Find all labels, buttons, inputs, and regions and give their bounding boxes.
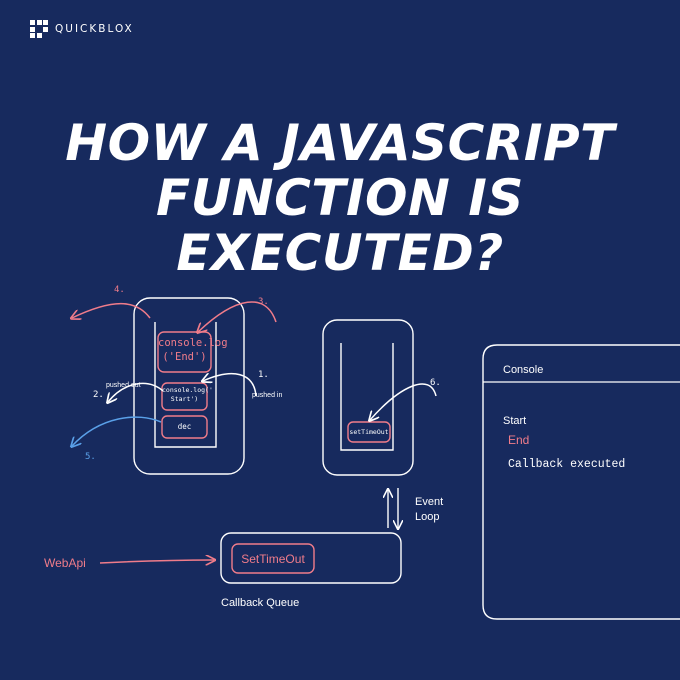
webapi-frame-label: setTimeOut xyxy=(349,428,389,436)
callback-item-box xyxy=(231,543,315,574)
frame-end-box xyxy=(157,331,212,373)
step-5: 5. xyxy=(85,452,96,462)
pushed-in-label: pushed in xyxy=(252,392,283,399)
frame-end-label: console.log ('End') xyxy=(158,337,228,363)
arrow-6 xyxy=(370,383,437,420)
brand-logo: QUICKBLOX xyxy=(30,20,134,38)
arrow-1 xyxy=(203,374,257,397)
frame-dec-label: dec xyxy=(177,422,192,431)
frame-dec-box xyxy=(161,415,208,439)
step-4: 4. xyxy=(114,285,125,295)
arrow-4 xyxy=(72,303,151,318)
arrow-5 xyxy=(72,416,162,446)
console-line-callback: Callback executed xyxy=(508,458,626,471)
title-line-3: EXECUTED? xyxy=(176,224,504,282)
arrow-2 xyxy=(108,382,164,402)
console-line-start: Start xyxy=(503,415,527,427)
step-6: 6. xyxy=(430,378,441,388)
call-stack-box xyxy=(133,297,245,475)
step-1: 1. xyxy=(258,370,269,380)
quickblox-logo-icon xyxy=(30,20,48,38)
callback-queue-box xyxy=(220,532,402,584)
call-stack-tube xyxy=(154,322,217,448)
callback-queue-label: Callback Queue xyxy=(221,597,300,609)
console-panel xyxy=(482,344,680,620)
title-line-1: HOW A JAVASCRIPT xyxy=(65,114,615,172)
frame-start-box xyxy=(161,382,208,411)
step-2: 2. xyxy=(93,390,104,400)
webapi-stack-box xyxy=(322,319,414,476)
webapi-label: WebApi xyxy=(44,556,86,570)
console-title: Console xyxy=(503,364,544,376)
console-line-end: End xyxy=(508,433,530,447)
arrow-3 xyxy=(198,301,277,332)
frame-start-label: console.log(' Start') xyxy=(162,386,213,403)
event-loop-label: Event Loop xyxy=(415,496,444,523)
title-line-2: FUNCTION IS xyxy=(156,169,524,227)
webapi-arrow xyxy=(99,560,214,563)
callback-item-label: SetTimeOut xyxy=(241,552,305,566)
step-3: 3. xyxy=(258,297,269,307)
page-title: HOW A JAVASCRIPT FUNCTION IS EXECUTED? xyxy=(0,116,680,281)
pushed-out-label: pushed out xyxy=(106,382,141,389)
webapi-stack-tube xyxy=(340,343,394,451)
brand-name: QUICKBLOX xyxy=(55,23,134,35)
